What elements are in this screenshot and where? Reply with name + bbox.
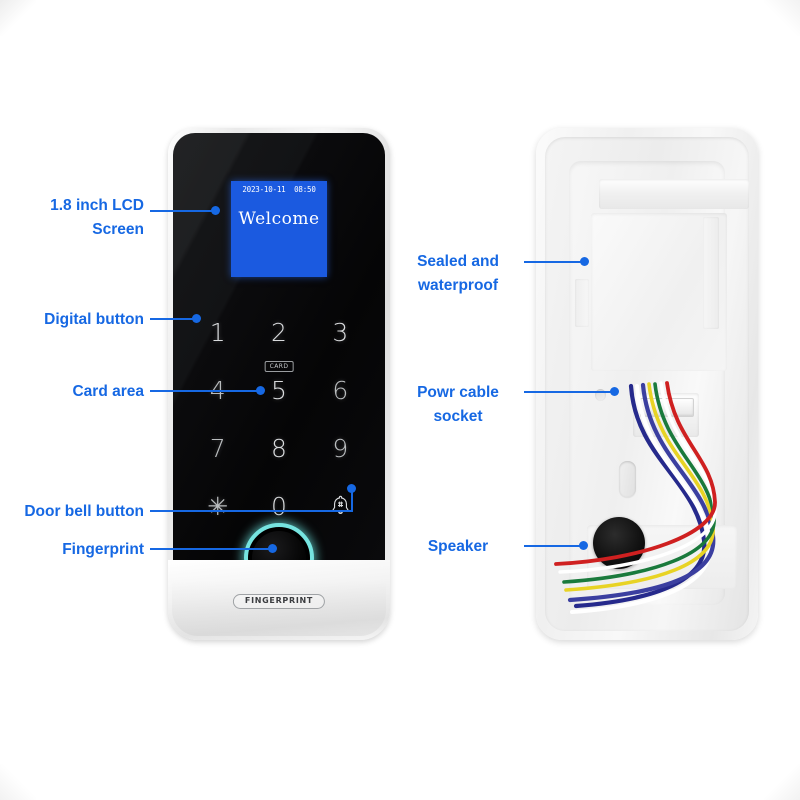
corner-gradient-bottom-left — [0, 764, 36, 800]
callout-speaker: Speaker — [427, 538, 489, 555]
numeric-keypad: 1 2 3 4 5 6 7 8 9 ✳ 0 — [187, 303, 371, 535]
leader-line-digital-button — [150, 318, 195, 320]
lcd-welcome-message: Welcome — [238, 209, 320, 229]
power-cable-socket — [633, 393, 699, 437]
back-cover-rim — [545, 137, 749, 631]
lcd-timestamp: 2023-10-11 08:50 — [242, 185, 316, 194]
key-9[interactable]: 9 — [332, 433, 349, 463]
leader-dot-sealed-waterproof — [580, 257, 589, 266]
key-7[interactable]: 7 — [209, 433, 226, 463]
corner-gradient-top-left — [0, 0, 36, 36]
leader-dot-power-cable-socket — [610, 387, 619, 396]
key-3[interactable]: 3 — [332, 317, 349, 347]
card-area-badge[interactable]: CARD — [264, 361, 294, 372]
left-mount-tab — [575, 279, 589, 327]
corner-gradient-top-right — [764, 0, 800, 36]
callout-door-bell-button: Door bell button — [24, 503, 144, 520]
leader-dot-lcd-screen — [211, 206, 220, 215]
back-cover-well — [569, 161, 749, 605]
key-6[interactable]: 6 — [332, 375, 349, 405]
right-mount-tab — [703, 217, 719, 329]
leader-line-door-bell-vertical — [351, 489, 353, 511]
device-bottom-bezel — [168, 560, 390, 640]
leader-line-power-cable-socket — [524, 391, 614, 393]
leader-line-door-bell-button — [150, 510, 353, 512]
tamper-switch — [619, 461, 636, 497]
key-0[interactable]: 0 — [271, 491, 287, 521]
leader-dot-fingerprint — [268, 544, 277, 553]
leader-line-sealed-waterproof — [524, 261, 584, 263]
socket-connector-block — [640, 398, 694, 417]
bell-icon — [332, 495, 349, 514]
callout-fingerprint: Fingerprint — [62, 541, 144, 558]
key-1[interactable]: 1 — [209, 317, 226, 347]
leader-dot-door-bell-button — [347, 484, 356, 493]
leader-dot-digital-button — [192, 314, 201, 323]
leader-dot-card-area — [256, 386, 265, 395]
key-5[interactable]: 5 — [271, 375, 287, 405]
leader-line-speaker — [524, 545, 583, 547]
lcd-screen: 2023-10-11 08:50 Welcome — [231, 181, 327, 277]
callout-sealed-waterproof: Sealed and waterproof — [417, 253, 499, 295]
callout-lcd-screen: 1.8 inch LCD Screen — [50, 197, 144, 239]
touch-glass-surface: 2023-10-11 08:50 Welcome 1 2 3 4 5 6 7 8… — [173, 133, 385, 568]
speaker — [593, 517, 645, 569]
callout-digital-button: Digital button — [44, 311, 144, 328]
callout-power-cable-socket: Powr cable socket — [417, 384, 499, 426]
leader-line-fingerprint — [150, 548, 273, 550]
fingerprint-text-badge: FINGERPRINT — [232, 594, 326, 609]
key-8[interactable]: 8 — [271, 433, 287, 463]
callout-card-area: Card area — [72, 383, 144, 400]
leader-line-lcd-screen — [150, 210, 214, 212]
leader-dot-speaker — [579, 541, 588, 550]
key-asterisk[interactable]: ✳ — [207, 491, 229, 521]
back-cover-device — [536, 128, 758, 640]
corner-gradient-bottom-right — [764, 764, 800, 800]
front-panel-device: 2023-10-11 08:50 Welcome 1 2 3 4 5 6 7 8… — [168, 128, 390, 640]
top-mount-recess — [599, 179, 749, 209]
key-doorbell[interactable] — [310, 477, 371, 535]
key-2[interactable]: 2 — [271, 317, 287, 347]
leader-line-card-area — [150, 390, 260, 392]
